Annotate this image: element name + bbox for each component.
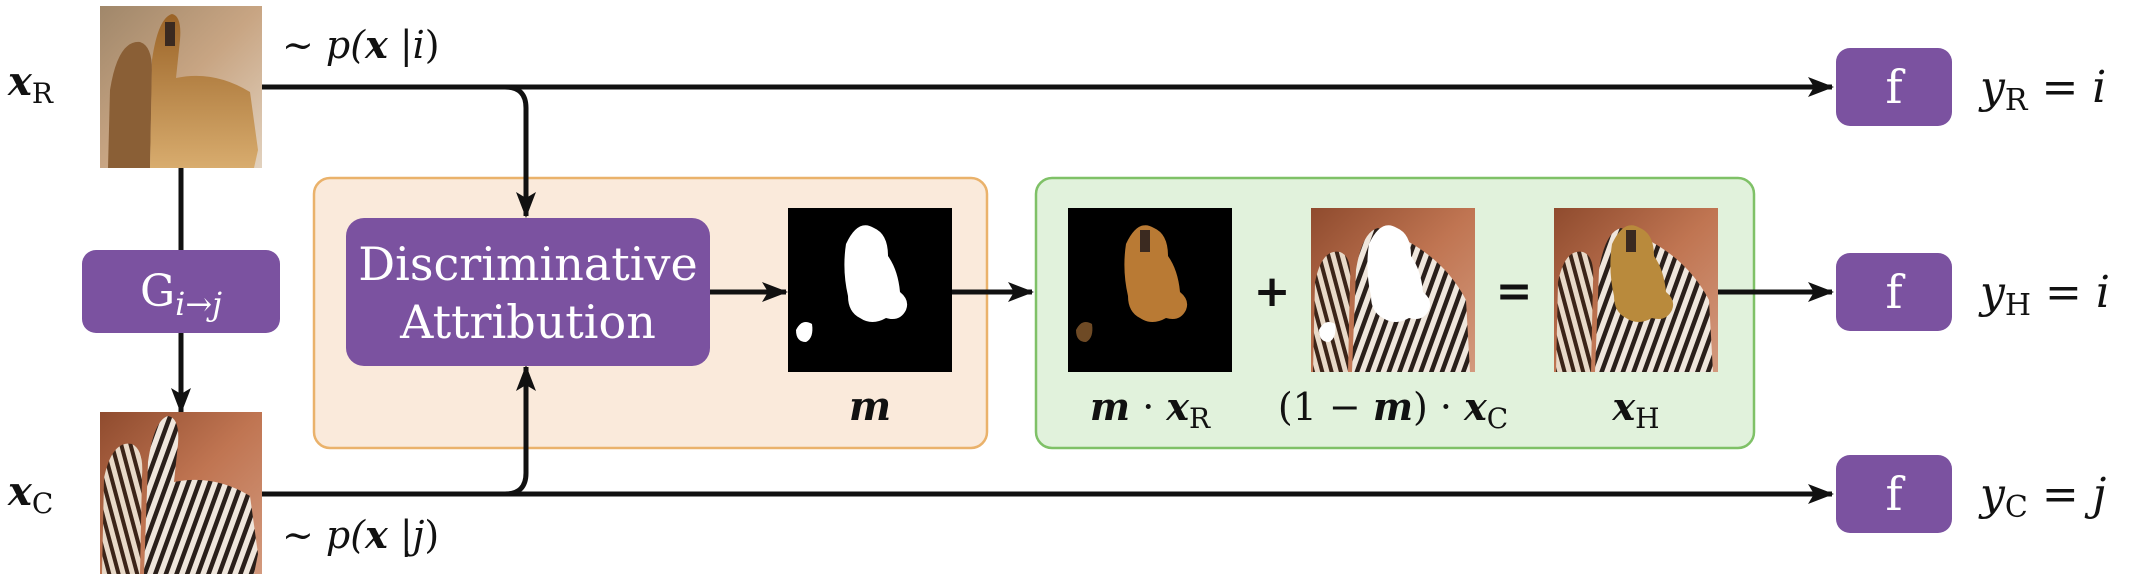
attribution-line2: Attribution: [399, 295, 656, 349]
generator-sub: i→j: [175, 285, 222, 323]
output-real-label: yR = i: [1978, 62, 2106, 118]
svg-text:Gi→j: Gi→j: [140, 266, 222, 323]
mask-image: [788, 208, 952, 372]
counterfactual-image: [100, 412, 262, 574]
arrow-real-to-attribution: [504, 84, 536, 218]
real-distribution-label: ~ p(x |i): [282, 22, 440, 67]
attribution-line1: Discriminative: [358, 237, 697, 291]
counterfactual-distribution-label: ~ p(x |j): [282, 512, 439, 557]
plus-operator: +: [1254, 266, 1291, 317]
arrow-counterfactual-to-attribution: [504, 365, 536, 497]
generator-base: G: [140, 266, 175, 317]
output-hybrid-label: yH = i: [1978, 267, 2110, 323]
masked-counterfactual-label: (1 − m) · xC: [1278, 384, 1508, 435]
classifier-counterfactual-label: f: [1885, 467, 1905, 521]
classifier-real-label: f: [1885, 60, 1905, 114]
classifier-hybrid: f: [1836, 253, 1952, 331]
equals-operator: =: [1496, 266, 1533, 317]
real-input-label: xR: [7, 58, 54, 110]
masked-real-image: [1068, 208, 1232, 372]
masked-counterfactual-image: [1311, 208, 1475, 372]
hybrid-image: [1554, 208, 1718, 372]
classifier-hybrid-label: f: [1885, 265, 1905, 319]
masked-real-label: m · xR: [1090, 384, 1211, 435]
classifier-real: f: [1836, 48, 1952, 126]
generator-box: Gi→j: [82, 250, 280, 333]
hybrid-label: xH: [1611, 384, 1659, 435]
real-image: [100, 6, 262, 168]
counterfactual-input-label: xC: [7, 468, 53, 520]
classifier-counterfactual: f: [1836, 455, 1952, 533]
mask-label: m: [849, 383, 891, 430]
attribution-box: Discriminative Attribution: [346, 218, 710, 366]
output-counterfactual-label: yC = j: [1978, 469, 2106, 525]
